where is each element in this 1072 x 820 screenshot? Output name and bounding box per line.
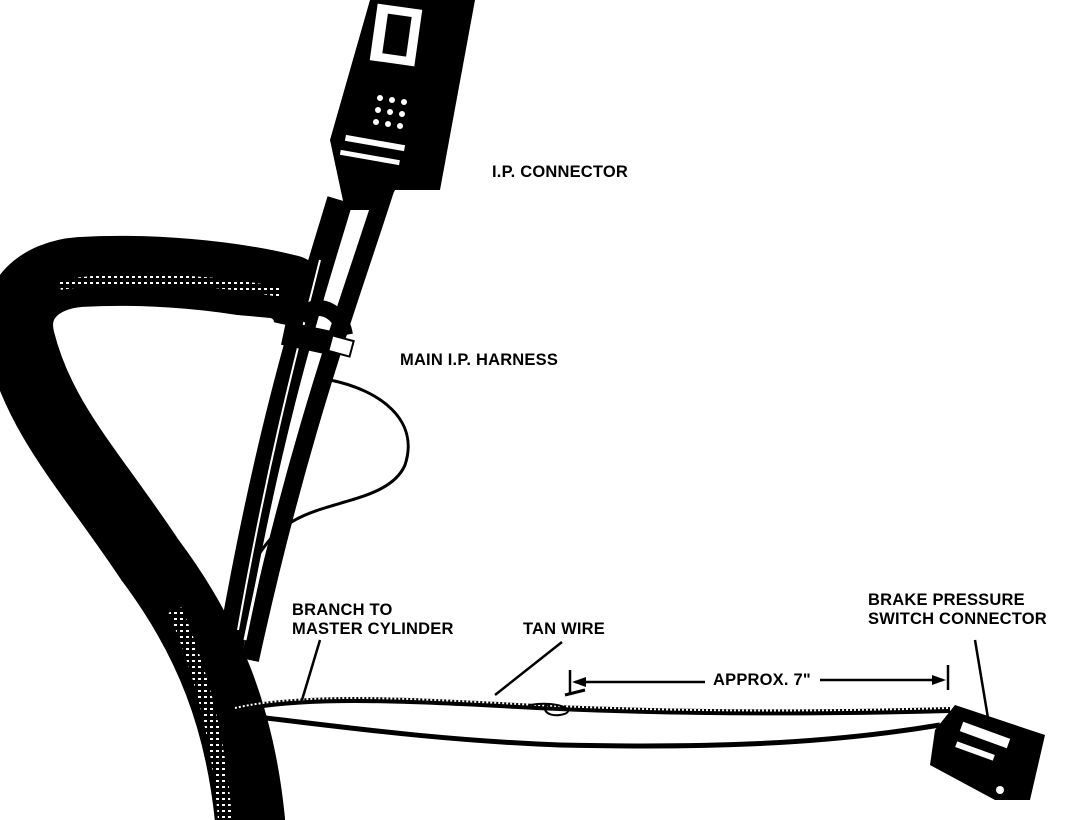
label-brake-pressure-switch-connector: BRAKE PRESSURE SWITCH CONNECTOR [868, 591, 1047, 629]
label-tan-wire: TAN WIRE [523, 620, 605, 638]
tan-wire-leader [494, 641, 563, 696]
leader-lines [300, 639, 990, 719]
brake-pressure-switch-connector-body [930, 705, 1045, 800]
label-branch-line2: MASTER CYLINDER [292, 620, 454, 638]
label-approx-7: APPROX. 7" [713, 671, 811, 689]
label-ip-connector: I.P. CONNECTOR [492, 163, 629, 181]
label-brake-line2: SWITCH CONNECTOR [868, 610, 1047, 628]
branch-leader [300, 639, 322, 701]
branch-wires [234, 688, 951, 749]
label-branch-to-master-cylinder: BRANCH TO MASTER CYLINDER [292, 601, 454, 639]
brake-leader [973, 639, 990, 719]
ip-connector-body [330, 0, 475, 210]
dimension-arrow [568, 665, 950, 695]
label-branch-line1: BRANCH TO [292, 601, 393, 619]
label-brake-line1: BRAKE PRESSURE [868, 591, 1025, 609]
label-main-ip-harness: MAIN I.P. HARNESS [400, 351, 559, 369]
main-ip-harness-bundle [217, 187, 410, 662]
corrugated-conduit [0, 235, 325, 820]
